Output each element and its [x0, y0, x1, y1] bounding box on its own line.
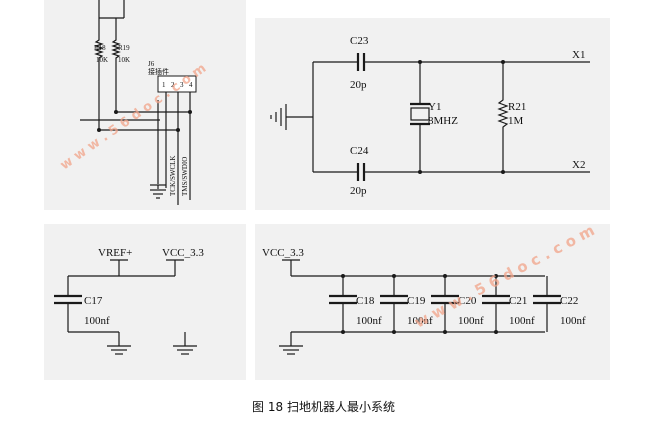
decoupling-capacitor-c19: C19 100nf: [380, 274, 433, 334]
decoupling-section: VCC_3.3 C18 100nf C19 100nf C20 100nf C21 100nf…: [262, 247, 586, 355]
cap-value-label: 100nf: [458, 315, 484, 327]
cap-value-label: 100nf: [407, 315, 433, 327]
j6-label: J6: [148, 60, 155, 68]
c24-value: 20p: [350, 185, 367, 197]
jtag-section: R18 10K R19 10K J6 接插件 1 2 3 4 TCK/SWCLK…: [80, 0, 197, 205]
j6-pin-4: 4: [189, 81, 193, 89]
jtag-panel: [44, 0, 246, 210]
vcc-ground-icon: [173, 345, 197, 355]
vref-net-label: VREF+: [98, 247, 132, 259]
decoupling-capacitor-c21: C21 100nf: [482, 274, 535, 334]
c17-label: C17: [84, 295, 103, 307]
figure-caption: 图 18 扫地机器人最小系统: [252, 400, 395, 414]
cap-name-label: C18: [356, 295, 375, 307]
r21-value: 1M: [508, 115, 524, 127]
oscillator-section: C23 20p C24 20p Y1 8MHZ R21 1M X1 X2: [270, 35, 590, 197]
vcc-net-label: VCC_3.3: [162, 247, 204, 259]
decoupling-capacitor-row: C18 100nf C19 100nf C20 100nf C21 100nf C22 100nf: [329, 274, 586, 334]
jtag-ground-icon: [150, 184, 166, 199]
x1-net-label: X1: [572, 49, 585, 61]
r19-value: 10K: [118, 56, 130, 64]
cap-name-label: C20: [458, 295, 477, 307]
c23-value: 20p: [350, 79, 367, 91]
r18-label: R18: [94, 44, 106, 52]
tms-swdio-label: TMS/SWDIO: [181, 157, 189, 196]
y1-label: Y1: [428, 101, 441, 113]
c24-label: C24: [350, 145, 369, 157]
decoupling-capacitor-c18: C18 100nf: [329, 274, 382, 334]
cap-value-label: 100nf: [560, 315, 586, 327]
decap-net-label: VCC_3.3: [262, 247, 304, 259]
j6-connector: [157, 75, 197, 93]
r19-label: R19: [118, 44, 130, 52]
j6-pin-2: 2: [171, 81, 175, 89]
j6-sublabel: 接插件: [148, 67, 169, 76]
decoupling-capacitor-c20: C20 100nf: [431, 274, 484, 334]
cap-name-label: C19: [407, 295, 426, 307]
oscillator-panel: [255, 18, 610, 210]
x2-net-label: X2: [572, 159, 585, 171]
j6-pin-1: 1: [162, 81, 166, 89]
tck-swclk-label: TCK/SWCLK: [169, 156, 177, 196]
j6-pin-3: 3: [180, 81, 184, 89]
y1-value: 8MHZ: [428, 115, 458, 127]
decap-ground-icon: [279, 345, 303, 355]
r21-label: R21: [508, 101, 526, 113]
c23-label: C23: [350, 35, 369, 47]
cap-value-label: 100nf: [509, 315, 535, 327]
c17-value: 100nf: [84, 315, 110, 327]
decoupling-capacitor-c22: C22 100nf: [533, 276, 586, 332]
crystal-y1: [410, 107, 430, 121]
oscillator-ground-icon: [270, 104, 287, 130]
r18-value: 10K: [96, 56, 108, 64]
cap-value-label: 100nf: [356, 315, 382, 327]
vref-ground-icon: [107, 345, 131, 355]
cap-name-label: C21: [509, 295, 527, 307]
cap-name-label: C22: [560, 295, 578, 307]
vref-section: VREF+ VCC_3.3 C17 100nf: [54, 247, 204, 355]
